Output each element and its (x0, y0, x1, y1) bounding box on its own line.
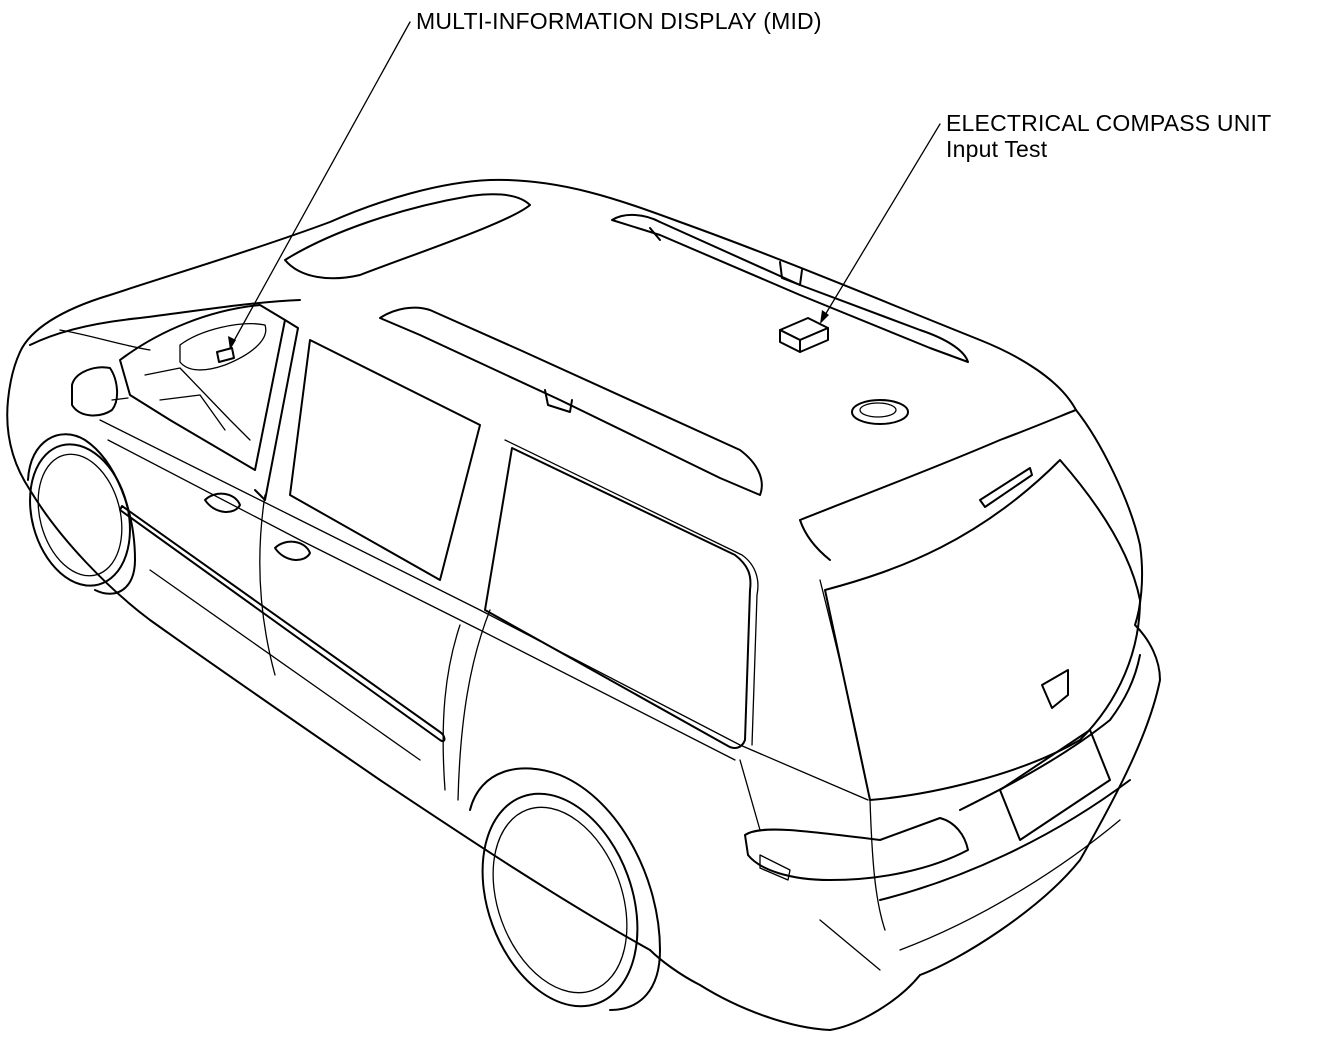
side-panel-lines (99, 419, 886, 931)
roof-details (284, 193, 1077, 561)
compass-callout-label: ELECTRICAL COMPASS UNIT Input Test (946, 110, 1271, 162)
compass-leader-line (820, 123, 941, 324)
side-mirror (71, 366, 129, 417)
compass-callout-title: ELECTRICAL COMPASS UNIT (946, 110, 1272, 136)
front-wheel (27, 433, 136, 595)
compass-unit-box (779, 317, 829, 353)
van-body-outline (6, 178, 1161, 1031)
mid-leader-line (228, 21, 411, 350)
rear-wheel (469, 767, 661, 1011)
mid-callout-title: MULTI-INFORMATION DISPLAY (MID) (416, 8, 822, 34)
compass-callout-subtitle: Input Test (946, 136, 1048, 162)
rear-details (744, 654, 1141, 971)
mid-callout-label: MULTI-INFORMATION DISPLAY (MID) (416, 8, 822, 34)
mid-component-marker (216, 347, 235, 363)
windows (119, 304, 1141, 801)
